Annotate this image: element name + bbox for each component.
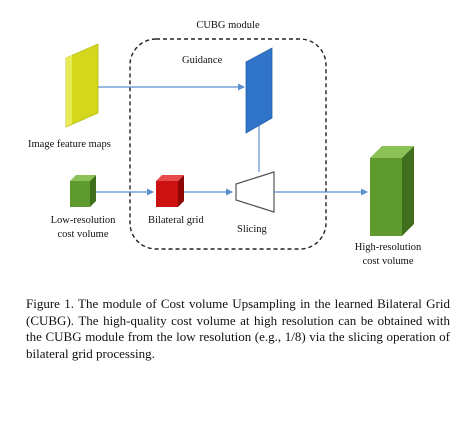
high-res-label-line1: High-resolution: [354, 242, 422, 253]
cubg-module-boundary: [129, 38, 327, 250]
high-res-label-line2: cost volume: [362, 256, 414, 267]
module-title: CUBG module: [196, 20, 260, 31]
high-res-cost-volume-block: [370, 146, 414, 236]
slicing-label: Slicing: [237, 224, 267, 235]
slicing-operator: [235, 171, 275, 213]
image-feature-maps-block: [65, 43, 99, 128]
low-res-label-line2: cost volume: [57, 229, 109, 240]
cubg-diagram: [65, 38, 414, 250]
bilateral-grid-label: Bilateral grid: [148, 215, 204, 226]
low-res-label-line1: Low-resolution: [50, 215, 116, 226]
bilateral-grid-block: [156, 175, 184, 207]
low-res-cost-volume-block: [70, 175, 96, 207]
image-feature-maps-label: Image feature maps: [28, 139, 111, 150]
figure-caption: Figure 1. The module of Cost volume Upsa…: [26, 296, 450, 361]
guidance-label: Guidance: [182, 55, 223, 66]
guidance-block: [245, 47, 273, 134]
